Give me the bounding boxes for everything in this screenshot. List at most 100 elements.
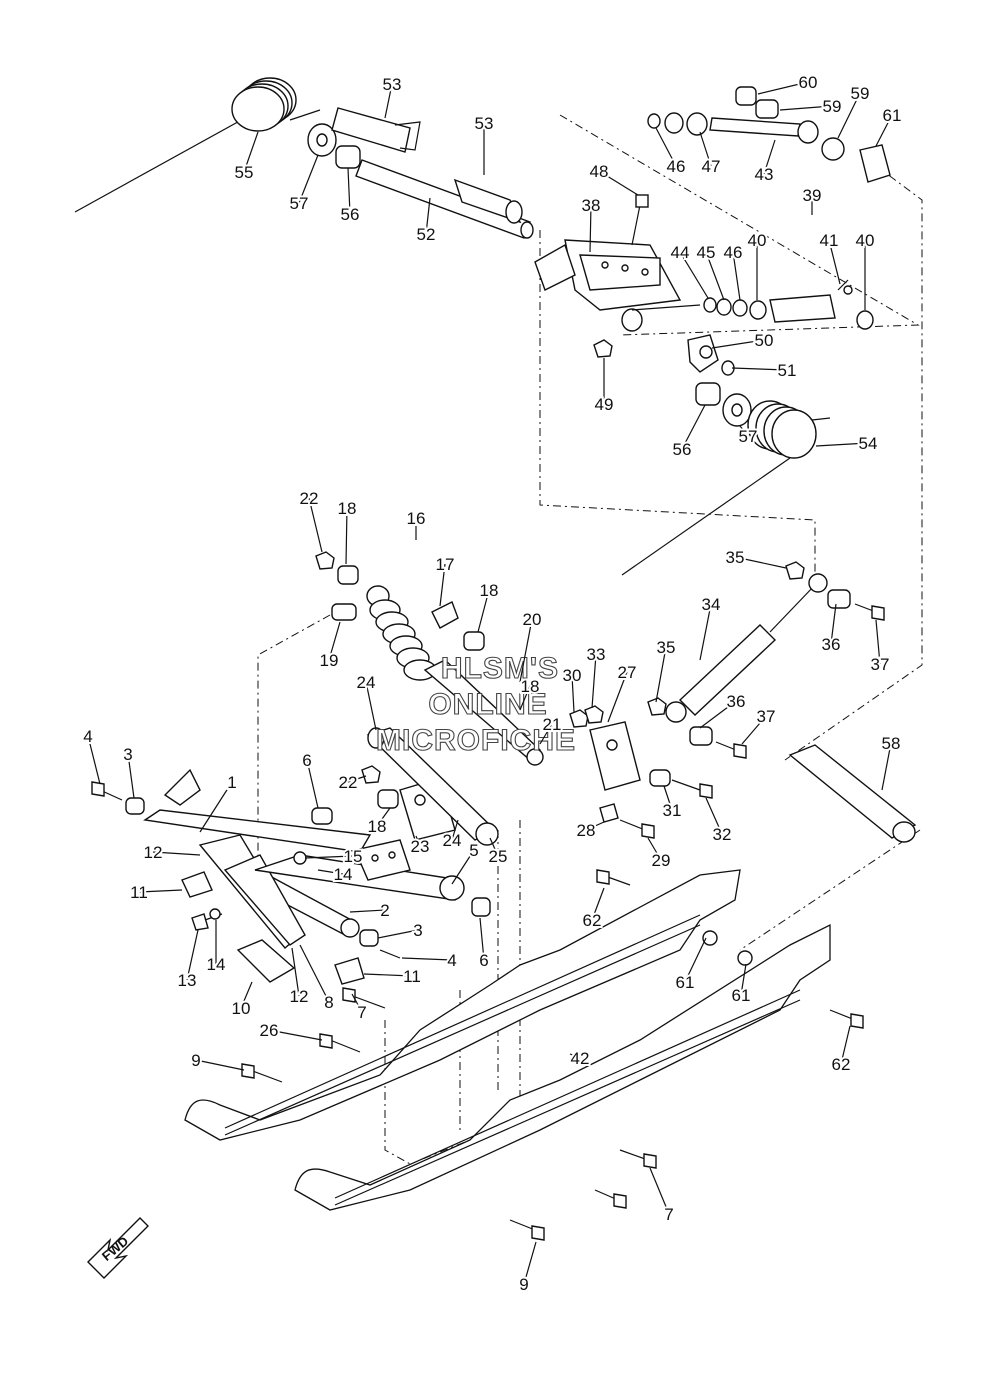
leader-line-part-22 — [347, 775, 367, 783]
leader-line-part-37 — [741, 715, 767, 745]
part-number-49: 49 — [595, 395, 614, 414]
washer-56-top — [307, 123, 337, 157]
part-number-17: 17 — [436, 555, 455, 574]
leader-line-part-29 — [647, 837, 662, 861]
leader-line-part-51 — [731, 367, 788, 371]
part-number-22: 22 — [339, 773, 358, 792]
leader-line-part-30 — [571, 674, 575, 713]
part-number-28: 28 — [577, 821, 596, 840]
part-number-33: 33 — [587, 645, 606, 664]
part-number-4: 4 — [447, 951, 456, 970]
part-number-46: 46 — [724, 243, 743, 262]
leader-line-part-61 — [684, 937, 707, 983]
leader-line-part-24 — [365, 681, 377, 731]
part-number-61: 61 — [883, 106, 902, 125]
leader-line-part-55 — [243, 131, 259, 173]
part-number-6: 6 — [302, 751, 311, 770]
nuts-30-33 — [569, 705, 604, 728]
nut-48 — [593, 339, 613, 358]
shock-absorber-16 — [366, 585, 544, 766]
rod-57 — [788, 744, 917, 843]
part-number-57: 57 — [739, 427, 758, 446]
leader-line-part-17 — [439, 563, 446, 607]
collar-31 — [649, 769, 671, 787]
leader-line-part-11 — [363, 973, 413, 977]
part-number-35: 35 — [726, 548, 745, 567]
bolts-62 — [596, 869, 864, 1029]
bushing-58-59 — [735, 86, 845, 161]
part-number-38: 38 — [582, 196, 601, 215]
part-number-45: 45 — [697, 243, 716, 262]
collar-55-top — [335, 145, 361, 169]
leader-line-part-54 — [815, 442, 869, 447]
collars-3 — [125, 797, 379, 947]
leader-line-part-18 — [376, 807, 391, 827]
leader-line-part-15 — [304, 855, 354, 859]
bolts-29-32 — [619, 779, 713, 839]
leader-line-part-4 — [87, 735, 101, 785]
collar-28 — [599, 803, 619, 823]
leader-line-part-48 — [598, 170, 639, 196]
part-number-30: 30 — [563, 666, 582, 685]
leader-line-part-6 — [479, 917, 485, 961]
washers-43-44-45 — [703, 297, 748, 317]
leader-line-part-47 — [699, 131, 712, 167]
leader-line-part-18 — [345, 507, 348, 565]
part-number-35: 35 — [657, 638, 676, 657]
part-number-10: 10 — [232, 999, 251, 1018]
part-number-53: 53 — [383, 75, 402, 94]
part-number-57: 57 — [290, 194, 309, 213]
leader-line-part-57 — [739, 425, 749, 437]
leader-line-part-52 — [425, 197, 431, 235]
leader-line-part-31 — [663, 785, 673, 811]
part-number-14: 14 — [207, 955, 226, 974]
leader-line-part-35 — [655, 646, 667, 703]
link-39 — [749, 294, 874, 330]
part-number-36: 36 — [727, 692, 746, 711]
part-number-18: 18 — [521, 677, 540, 696]
leader-line-part-21 — [539, 723, 553, 745]
leader-line-part-56 — [347, 167, 351, 215]
part-number-labels: 1233445667789910111112121314141516171818… — [81, 71, 903, 1296]
spring-53 — [621, 400, 831, 576]
part-number-12: 12 — [290, 987, 309, 1006]
shock-absorber-34 — [665, 573, 828, 723]
part-number-61: 61 — [732, 986, 751, 1005]
leader-line-part-60 — [757, 81, 809, 95]
bolts-36 — [715, 603, 885, 759]
bracket-38 — [534, 239, 701, 332]
bushing-19 — [331, 603, 357, 621]
part-number-11: 11 — [403, 967, 421, 986]
part-number-56: 56 — [673, 440, 692, 459]
part-number-39: 39 — [803, 186, 822, 205]
part-number-47: 47 — [702, 157, 721, 176]
washers-45-46-top — [647, 112, 708, 136]
part-number-59: 59 — [823, 97, 842, 116]
part-number-50: 50 — [755, 331, 774, 350]
leader-line-part-13 — [186, 929, 199, 981]
leader-line-part-36 — [699, 700, 737, 729]
leader-line-part-23 — [415, 835, 421, 847]
part-number-62: 62 — [583, 911, 602, 930]
leader-line-part-12 — [291, 947, 300, 997]
leader-line-part-7 — [351, 993, 363, 1013]
part-number-36: 36 — [822, 635, 841, 654]
part-number-29: 29 — [652, 851, 671, 870]
leader-line-part-11 — [138, 889, 183, 893]
part-number-11: 11 — [130, 883, 148, 902]
part-number-3: 3 — [413, 921, 422, 940]
part-number-53: 53 — [475, 114, 494, 133]
part-number-27: 27 — [618, 663, 637, 682]
leader-line-part-37 — [875, 619, 881, 665]
leader-line-part-25 — [489, 837, 499, 857]
leader-line-part-43 — [763, 139, 776, 175]
part-number-59: 59 — [851, 84, 870, 103]
leader-line-part-33 — [591, 653, 597, 709]
part-number-9: 9 — [191, 1051, 200, 1070]
washer-56-mid — [722, 393, 752, 427]
leader-line-part-22 — [308, 497, 323, 553]
collars-6 — [311, 807, 491, 917]
leader-line-part-32 — [705, 797, 723, 835]
leader-line-part-18 — [519, 685, 531, 711]
